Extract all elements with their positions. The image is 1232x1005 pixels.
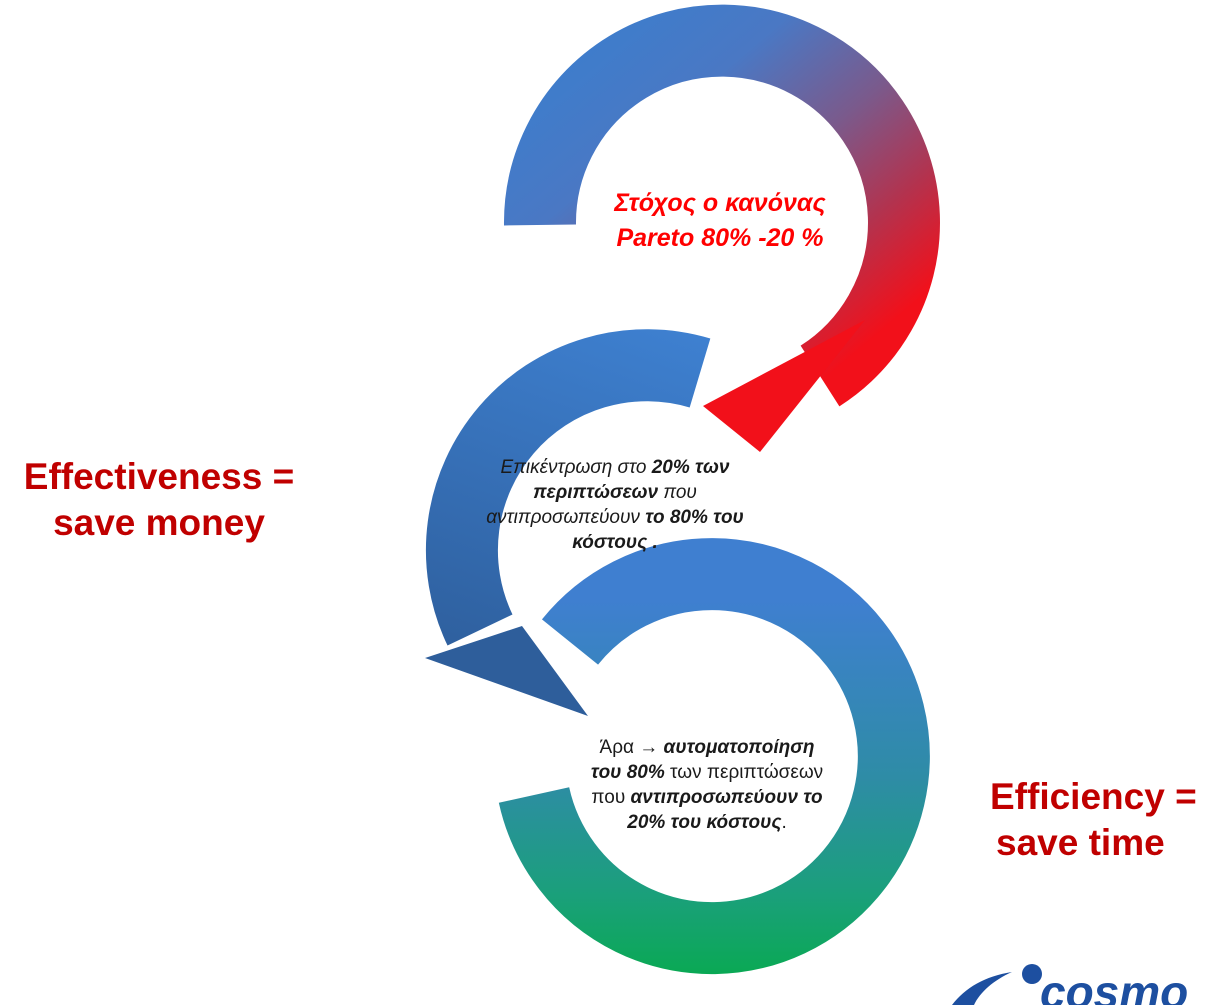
- middle-text-part: Επικέντρωση στο: [500, 457, 652, 478]
- top-ring-text: Στόχος ο κανόνας Pareto 80% -20 %: [560, 186, 880, 256]
- middle-ring-text-line2: περιπτώσεων που: [440, 480, 790, 505]
- top-ring-arc: [503, 4, 940, 407]
- bottom-ring-arc: [498, 538, 930, 975]
- bottom-cycle-arrow: [498, 538, 930, 975]
- bottom-text-part: Άρα: [599, 737, 640, 758]
- logo-swoosh-icon: [952, 972, 1012, 1005]
- middle-text-bold: περιπτώσεων: [533, 482, 659, 503]
- middle-text-bold: το 80% του: [645, 507, 744, 528]
- effectiveness-label-line1: Effectiveness =: [23, 456, 295, 497]
- effectiveness-label: Effectiveness = save money: [0, 454, 318, 546]
- middle-ring-text-line4: κόστους .: [440, 530, 790, 555]
- middle-text-bold: 20% των: [651, 457, 730, 478]
- middle-cycle-arrow: [425, 329, 711, 716]
- top-cycle-arrow: [503, 4, 940, 452]
- middle-text-bold: κόστους .: [572, 532, 658, 553]
- logo-text: cosmo: [1040, 966, 1188, 1005]
- bottom-text-bold: αντιπροσωπεύουν το: [630, 787, 823, 808]
- bottom-text-bold: αυτοματοποίηση: [658, 737, 815, 758]
- efficiency-label: Efficiency = save time: [980, 774, 1232, 866]
- right-arrow-icon: →: [639, 737, 659, 758]
- bottom-ring-text-line3: που αντιπροσωπεύουν το: [548, 785, 866, 810]
- bottom-ring-text-line4: 20% του κόστους.: [548, 810, 866, 835]
- middle-ring-arrowhead: [425, 626, 588, 716]
- bottom-text-part: που: [591, 787, 631, 808]
- bottom-ring-text-line1: Άρα → αυτοματοποίηση: [548, 735, 866, 760]
- middle-ring-arc: [425, 329, 711, 646]
- effectiveness-label-line2: save money: [53, 502, 265, 543]
- middle-text-part: που: [658, 482, 697, 503]
- top-ring-arrowhead: [703, 320, 865, 452]
- middle-ring-text-line3: αντιπροσωπεύουν το 80% του: [440, 505, 790, 530]
- cosmote-logo: cosmo: [952, 964, 1188, 1005]
- middle-text-part: αντιπροσωπεύουν: [486, 507, 646, 528]
- bottom-ring-text-line2: του 80% των περιπτώσεων: [548, 760, 866, 785]
- efficiency-label-line1: Efficiency =: [990, 776, 1197, 817]
- middle-ring-text-line1: Επικέντρωση στο 20% των: [440, 455, 790, 480]
- top-ring-text-line2: Pareto 80% -20 %: [616, 224, 824, 252]
- top-ring-text-line1: Στόχος ο κανόνας: [614, 189, 826, 217]
- bottom-text-bold: 20% του κόστους: [627, 812, 782, 833]
- logo-dot-icon: [1022, 964, 1042, 984]
- middle-ring-text: Επικέντρωση στο 20% των περιπτώσεων που …: [440, 455, 790, 555]
- bottom-text-part: .: [781, 812, 787, 833]
- bottom-text-part: των περιπτώσεων: [664, 762, 824, 783]
- bottom-text-bold: του 80%: [590, 762, 665, 783]
- efficiency-label-line2: save time: [996, 822, 1165, 863]
- bottom-ring-text: Άρα → αυτοματοποίηση του 80% των περιπτώ…: [548, 735, 866, 835]
